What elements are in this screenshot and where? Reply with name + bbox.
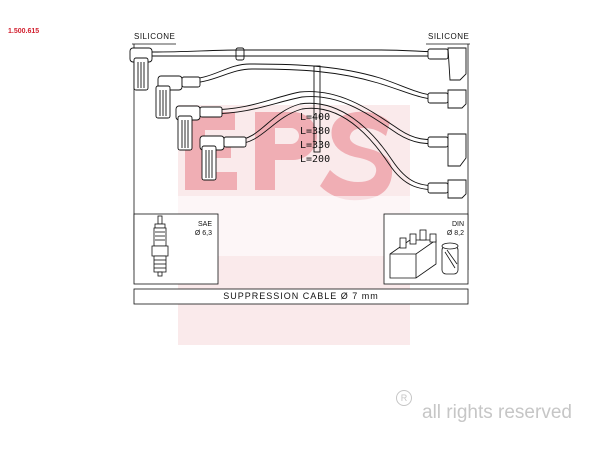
boot-2: [155, 75, 201, 119]
din-detail-box: [383, 213, 469, 285]
rights-reserved-text: all rights reserved: [422, 402, 572, 423]
right-boot-4: [427, 179, 467, 199]
sae-diameter-label: Ø 6,3: [194, 230, 212, 237]
right-material-label: SILICONE: [428, 32, 470, 41]
cable-separator-clamp: [313, 65, 321, 153]
left-material-label: SILICONE: [134, 32, 176, 41]
part-number: 1.500.615: [8, 28, 40, 35]
watermark-letter-s: [320, 111, 393, 201]
din-diameter-label: Ø 8,2: [446, 230, 464, 237]
length-label-3: L=330: [300, 140, 331, 151]
registered-mark: R: [396, 390, 412, 406]
boot-4: [199, 135, 247, 181]
sae-standard-label: SAE: [197, 221, 212, 228]
cable-4-wire-inner: [235, 107, 443, 191]
boot-3: [175, 105, 223, 151]
cable-wires: [151, 47, 451, 191]
length-label-2: L=380: [300, 126, 331, 137]
spark-plug-boots: [129, 47, 247, 181]
distributor-boots: [427, 47, 467, 199]
cable-3-wire: [207, 91, 446, 141]
right-boot-1: [427, 47, 467, 81]
din-box-title: DIN Ø 8,2: [428, 220, 464, 238]
cable-clip-1: [235, 47, 245, 61]
sae-detail-box: [133, 213, 219, 285]
cable-1-wire: [151, 49, 451, 53]
cable-2-wire-inner: [179, 68, 446, 101]
cable-note-box: [133, 288, 469, 305]
cable-3-wire-inner: [207, 96, 446, 145]
spark-plug-icon: [151, 215, 169, 277]
right-boot-3: [427, 133, 467, 167]
cable-2-wire: [179, 63, 446, 97]
sae-box-title: SAE Ø 6,3: [178, 220, 212, 238]
length-label-4: L=200: [300, 154, 331, 165]
cable-4-wire: [235, 102, 443, 187]
right-boot-2: [427, 89, 467, 109]
boot-1: [129, 47, 153, 91]
ignition-coil-icon: [389, 229, 459, 279]
length-label-1: L=400: [300, 112, 331, 123]
suppression-cable-note: SUPPRESSION CABLE Ø 7 mm: [223, 291, 379, 301]
watermark-letter-p: [255, 112, 317, 190]
din-standard-label: DIN: [451, 221, 464, 228]
